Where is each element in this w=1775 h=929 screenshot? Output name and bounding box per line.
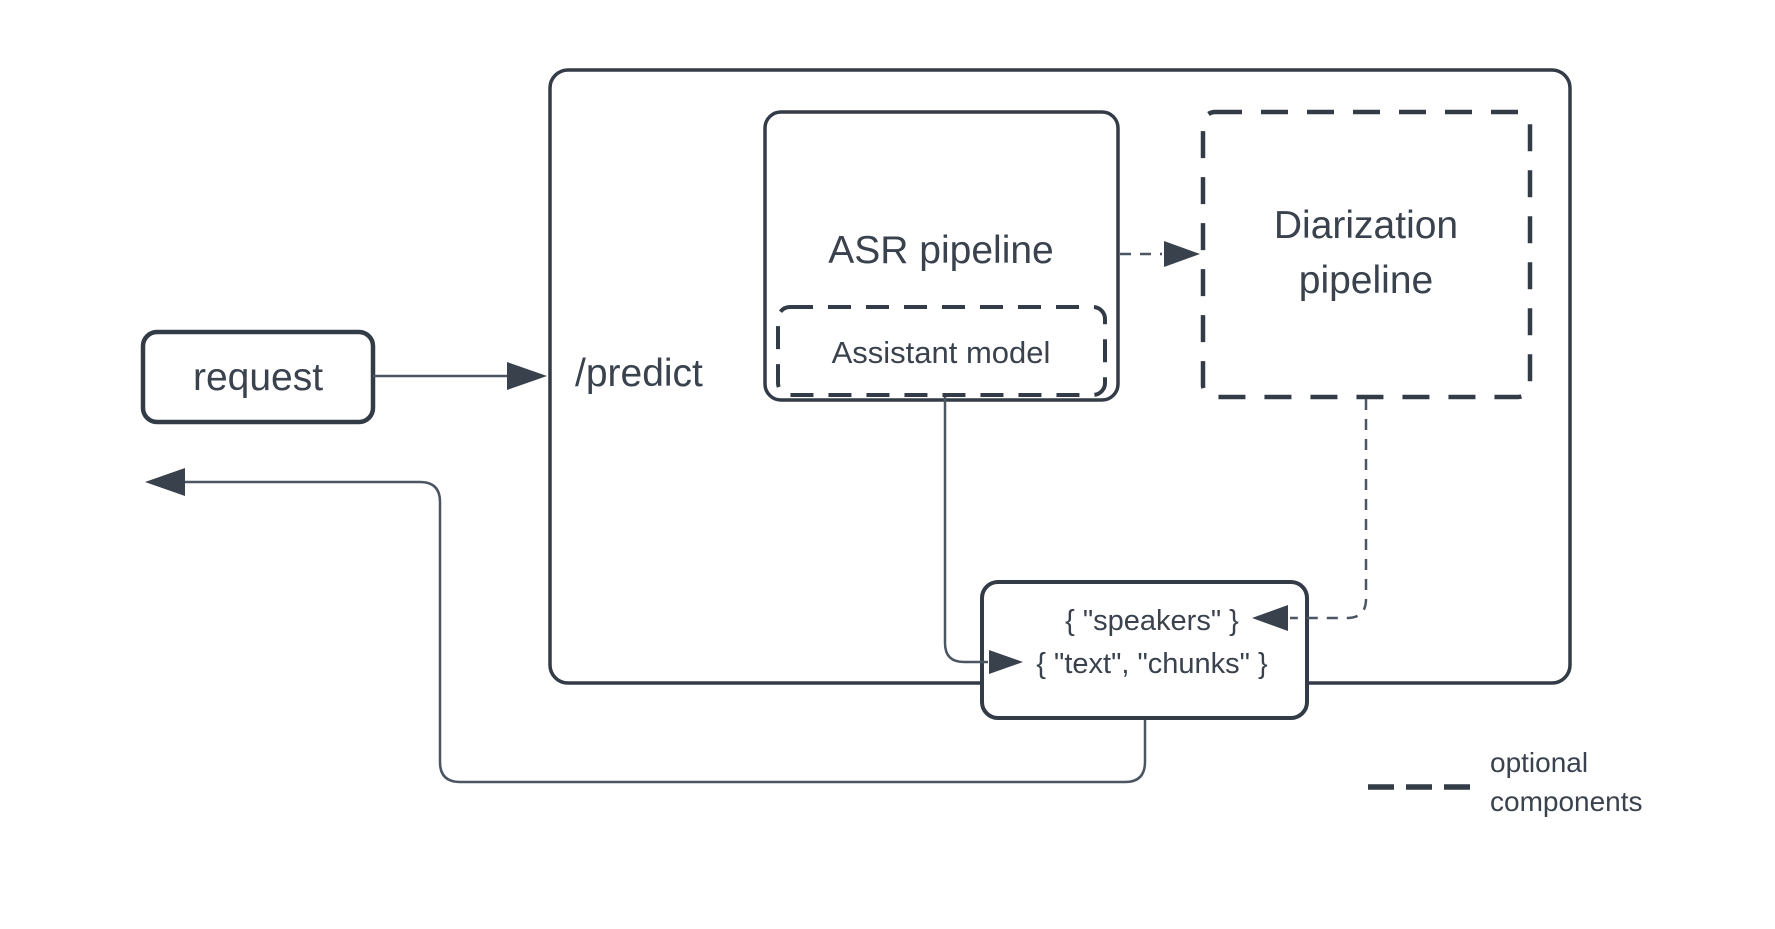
assistant-model-box <box>776 305 1107 397</box>
edge-diarization-to-response <box>1252 399 1368 631</box>
edge-asr-to-response-arrowhead <box>989 650 1023 674</box>
edge-asr-to-diarization <box>1120 241 1200 267</box>
response-text-chunks-label: { "text", "chunks" } <box>1036 648 1268 680</box>
assistant-model-node: Assistant model <box>776 305 1107 397</box>
edge-asr-to-response-line <box>943 397 988 664</box>
request-node: request <box>140 329 376 425</box>
legend: optional components <box>1368 747 1643 817</box>
response-node: { "speakers" } { "text", "chunks" } <box>980 580 1309 720</box>
edge-response-to-caller-arrowhead <box>145 468 185 496</box>
diarization-pipeline-label-line1: Diarization <box>1274 204 1458 247</box>
edge-response-to-caller-line <box>184 480 1147 784</box>
legend-label-line2: components <box>1490 786 1643 817</box>
edge-response-to-caller <box>145 468 1147 784</box>
response-box <box>980 580 1309 720</box>
edge-asr-to-response <box>943 397 1023 674</box>
edge-diarization-to-response-line <box>1290 399 1368 620</box>
edge-request-to-predict-arrowhead <box>507 362 547 390</box>
assistant-model-label: Assistant model <box>832 335 1051 370</box>
legend-label-line1: optional <box>1490 747 1588 778</box>
response-speakers-label: { "speakers" } <box>1065 605 1239 637</box>
diarization-pipeline-box <box>1200 109 1533 400</box>
diarization-pipeline-label-line2: pipeline <box>1299 259 1433 302</box>
request-label: request <box>193 356 323 399</box>
diarization-pipeline-node: Diarization pipeline <box>1200 109 1533 400</box>
edge-request-to-predict <box>373 362 547 390</box>
edge-asr-to-diarization-arrowhead <box>1164 241 1200 267</box>
predict-label: /predict <box>575 352 703 395</box>
asr-pipeline-label: ASR pipeline <box>828 229 1053 272</box>
edge-diarization-to-response-arrowhead <box>1252 605 1288 631</box>
